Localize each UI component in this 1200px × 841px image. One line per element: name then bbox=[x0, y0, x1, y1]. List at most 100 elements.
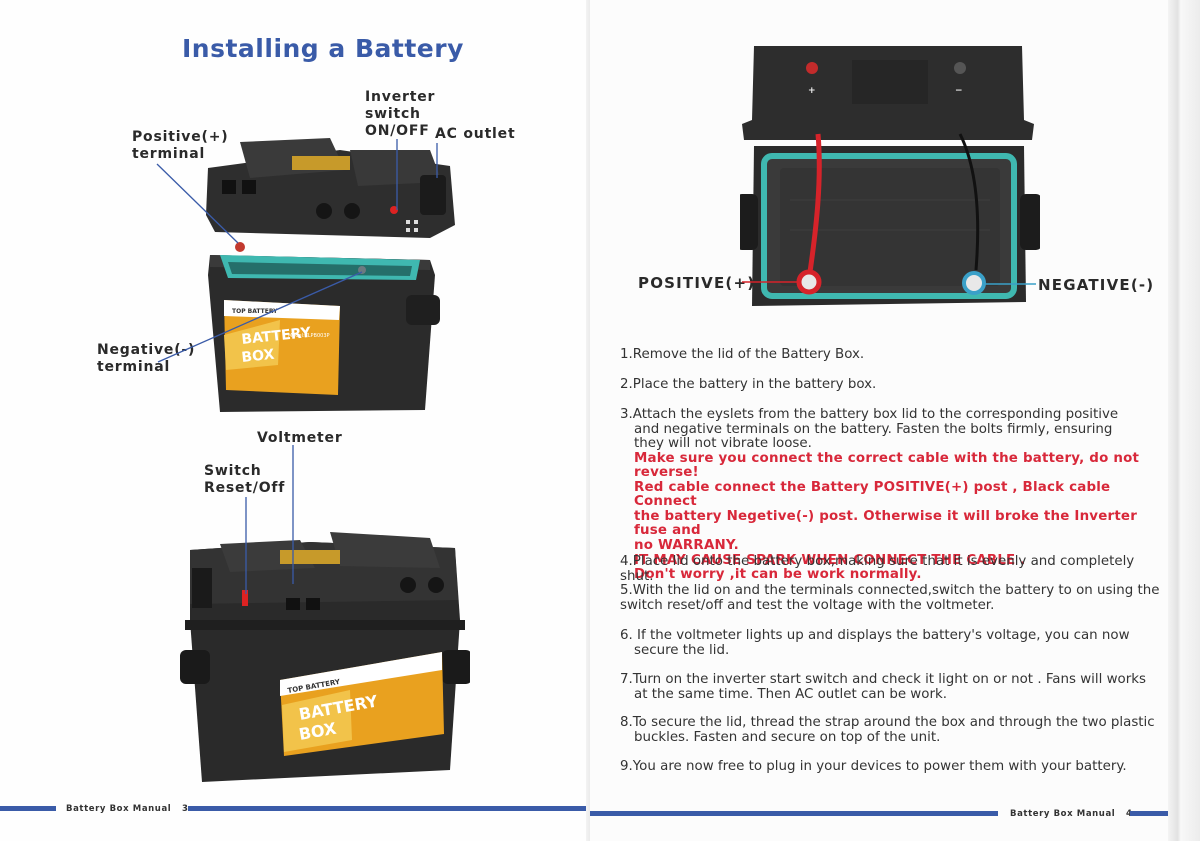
step-5: 5.With the lid on and the terminals conn… bbox=[620, 583, 1165, 613]
product-brand-top: TOP BATTERY bbox=[232, 308, 278, 315]
step-number: 3. bbox=[620, 407, 633, 422]
footer-bar-right-b bbox=[1130, 811, 1170, 816]
footer-bar-left-a bbox=[0, 806, 56, 811]
product-label-bottom: TOP BATTERY Model:TLPB003P BATTERY BOX bbox=[280, 652, 444, 756]
step-text: Turn on the inverter start switch and ch… bbox=[632, 672, 1146, 687]
step-8: 8.To secure the lid, thread the strap ar… bbox=[620, 715, 1165, 745]
callout-lines-right bbox=[742, 281, 1036, 285]
warning-text: no WARRANY. bbox=[634, 538, 739, 554]
step-text: Place the battery in the battery box. bbox=[632, 377, 877, 392]
inverter-switch-label-line2: switch bbox=[365, 106, 421, 122]
warning-text: Make sure you connect the correct cable … bbox=[634, 450, 1140, 481]
step-number: 1. bbox=[620, 347, 633, 362]
step-9: 9.You are now free to plug in your devic… bbox=[620, 759, 1165, 775]
voltmeter-label: Voltmeter bbox=[257, 430, 343, 446]
footer-page-number-right: 4 bbox=[1126, 809, 1133, 819]
warning-text: Red cable connect the Battery POSITIVE(+… bbox=[634, 479, 1111, 510]
step-text-continued: at the same time. Then AC outlet can be … bbox=[634, 686, 947, 702]
page-edge-stack bbox=[1168, 0, 1200, 841]
warning-text: IT MAY CAUSE SPARK WHEN CONNECT THE CABL… bbox=[634, 552, 1026, 568]
step-text: If the voltmeter lights up and displays … bbox=[632, 628, 1130, 643]
step-text: To secure the lid, thread the strap arou… bbox=[632, 715, 1155, 730]
step-text-continued: buckles. Fasten and secure on top of the… bbox=[634, 729, 941, 745]
product-name-line1-top: BATTERY bbox=[241, 325, 313, 348]
usb-port-icon bbox=[306, 598, 320, 610]
step-text: Remove the lid of the Battery Box. bbox=[632, 347, 865, 362]
fan-grille-icon bbox=[192, 568, 212, 608]
footer-bar-right-a bbox=[590, 811, 998, 816]
step-text: You are now free to plug in your devices… bbox=[632, 759, 1127, 774]
left-page: Installing a Battery Positive(+) termina… bbox=[0, 0, 590, 841]
ac-outlet-icon bbox=[420, 175, 446, 215]
black-cable bbox=[958, 133, 980, 271]
step-text-continued: secure the lid. bbox=[634, 642, 730, 658]
footer-title-right: Battery Box Manual bbox=[1010, 809, 1116, 819]
step-text-continued: and negative terminals on the battery. F… bbox=[634, 421, 1113, 437]
step-2: 2.Place the battery in the battery box. bbox=[620, 377, 1165, 393]
ac-outlet-label: AC outlet bbox=[435, 126, 516, 142]
dc-socket-icon bbox=[344, 203, 360, 219]
step-number: 6. bbox=[620, 628, 633, 643]
step-text: With the lid on and the terminals connec… bbox=[632, 583, 1160, 598]
positive-label: POSITIVE(+) bbox=[638, 274, 756, 292]
dc-socket-icon bbox=[400, 577, 416, 593]
product-label-top: TOP BATTERY Model:TLPB003P BATTERY BOX bbox=[224, 300, 340, 395]
reset-switch-icon bbox=[242, 590, 248, 606]
footer-text-right: Battery Box Manual 4 bbox=[1010, 809, 1133, 819]
footer-text-left: Battery Box Manual 3 bbox=[66, 804, 189, 814]
warning-text: the battery Negetive(-) post. Otherwise … bbox=[634, 508, 1138, 539]
step-3: 3.Attach the eyslets from the battery bo… bbox=[620, 407, 1165, 583]
negative-post-icon bbox=[358, 266, 366, 274]
step-number: 4. bbox=[620, 554, 633, 569]
warning-text: Don't worry ,it can be work normally. bbox=[634, 567, 922, 583]
inverter-switch-label-line1: Inverter bbox=[365, 89, 436, 105]
inverter-switch-label: Inverter switch ON/OFF bbox=[365, 89, 435, 140]
lid-minus-sign: − bbox=[955, 86, 963, 96]
page-title: Installing a Battery bbox=[182, 34, 464, 63]
negative-label: NEGATIVE(-) bbox=[1038, 276, 1155, 294]
step-text: Place lid onto the battery box,making su… bbox=[620, 554, 1135, 584]
positive-terminal-label-line2: terminal bbox=[132, 146, 206, 162]
battery-box-closed-illustration: TOP BATTERY Model:TLPB003P BATTERY BOX bbox=[180, 532, 470, 782]
positive-terminal-label: Positive(+) terminal bbox=[132, 129, 228, 163]
voltmeter-display-icon bbox=[222, 180, 236, 194]
negative-terminal-label-line1: Negative(-) bbox=[97, 342, 196, 358]
switch-reset-label-line2: Reset/Off bbox=[204, 480, 286, 496]
step-text: Attach the eyslets from the battery box … bbox=[632, 407, 1119, 422]
product-model-top: Model:TLPB003P bbox=[288, 333, 330, 339]
step-6: 6. If the voltmeter lights up and displa… bbox=[620, 628, 1165, 658]
step-number: 7. bbox=[620, 672, 633, 687]
negative-terminal-label: Negative(-) terminal bbox=[97, 342, 195, 376]
step-7: 7.Turn on the inverter start switch and … bbox=[620, 672, 1165, 702]
negative-terminal-label-line2: terminal bbox=[97, 359, 171, 375]
step-1: 1.Remove the lid of the Battery Box. bbox=[620, 347, 1165, 363]
step-text-continued: they will not vibrate loose. bbox=[634, 436, 812, 451]
right-page: + − POSITIVE(+) NEGATIVE(-) B bbox=[590, 0, 1200, 841]
lid-positive-connector-icon bbox=[806, 62, 818, 74]
positive-post-icon bbox=[235, 242, 245, 252]
switch-reset-label: Switch Reset/Off bbox=[204, 463, 285, 497]
battery-box-open-illustration: TOP BATTERY Model:TLPB003P BATTERY BOX bbox=[206, 138, 455, 412]
dc-socket-icon bbox=[428, 577, 444, 593]
inverter-switch-icon bbox=[390, 206, 398, 214]
usb-port-icon bbox=[242, 180, 256, 194]
battery-in-box-diagram: + − bbox=[740, 46, 1040, 306]
lid-negative-connector-icon bbox=[954, 62, 966, 74]
step-number: 5. bbox=[620, 583, 633, 598]
footer-page-number-left: 3 bbox=[182, 804, 189, 814]
step-number: 8. bbox=[620, 715, 633, 730]
red-cable bbox=[807, 133, 822, 273]
switch-reset-label-line1: Switch bbox=[204, 463, 262, 479]
step-number: 2. bbox=[620, 377, 633, 392]
inverter-switch-label-line3: ON/OFF bbox=[365, 123, 430, 139]
negative-terminal-icon bbox=[962, 271, 986, 295]
dc-socket-icon bbox=[316, 203, 332, 219]
footer-title-left: Battery Box Manual bbox=[66, 804, 172, 814]
callout-lines-left bbox=[156, 139, 438, 594]
footer-bar-left-b bbox=[188, 806, 590, 811]
voltmeter-display-icon bbox=[286, 598, 300, 610]
product-name-line2-top: BOX bbox=[241, 347, 276, 366]
step-4: 4.Place lid onto the battery box,making … bbox=[620, 554, 1165, 584]
positive-terminal-label-line1: Positive(+) bbox=[132, 129, 229, 145]
